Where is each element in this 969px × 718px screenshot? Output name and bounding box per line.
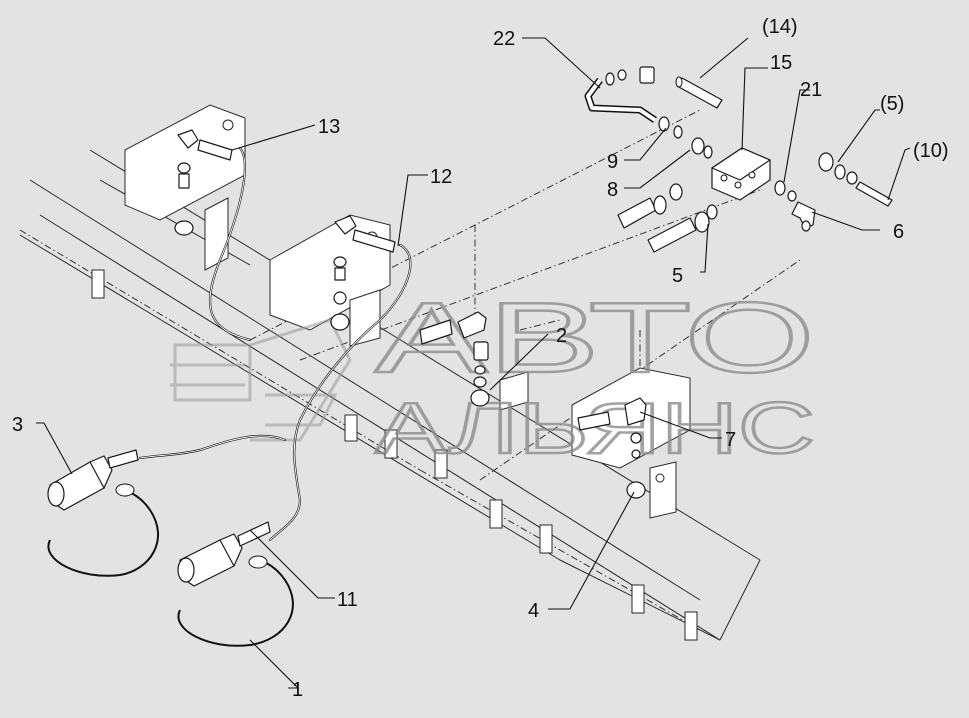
fittings-12 (330, 215, 396, 331)
hose-lines (138, 77, 657, 542)
callout-5: 5 (672, 265, 683, 287)
fittings-13 (174, 129, 233, 236)
callout-12: 12 (430, 166, 452, 188)
pipe-14 (675, 76, 723, 109)
callout-7: 7 (725, 429, 736, 451)
callout-5-paren: (5) (880, 93, 904, 115)
quick-coupler-3 (47, 449, 139, 511)
callout-15: 15 (770, 52, 792, 74)
callout-8: 8 (607, 179, 618, 201)
callout-10: (10) (913, 140, 949, 162)
fittings-right (774, 152, 893, 232)
callout-4: 4 (528, 600, 539, 622)
callout-13: 13 (318, 116, 340, 138)
callout-14: (14) (762, 16, 798, 38)
watermark-line-1: АВТО (375, 282, 815, 394)
callout-1: 1 (292, 679, 303, 701)
watermark: АВТО АЛЬЯНС (170, 281, 816, 470)
fittings-column-2 (419, 311, 490, 407)
distribution-block (711, 147, 771, 201)
callout-3: 3 (12, 414, 23, 436)
fittings-column-7 (577, 397, 647, 499)
callout-22: 22 (493, 28, 515, 50)
callout-labels: 22 (14) 15 21 (5) (10) 13 12 9 8 6 5 2 7… (12, 16, 949, 701)
callout-leaders (36, 37, 911, 689)
fittings-upper (605, 66, 713, 159)
callout-11: 11 (337, 589, 358, 611)
fittings-center (617, 183, 718, 253)
callout-21: 21 (800, 79, 822, 101)
quick-coupler-11 (177, 521, 271, 587)
callout-9: 9 (607, 151, 618, 173)
watermark-line-2: АЛЬЯНС (375, 389, 815, 469)
callout-2: 2 (556, 325, 567, 347)
dust-caps (47, 483, 294, 647)
callout-6: 6 (893, 221, 904, 243)
